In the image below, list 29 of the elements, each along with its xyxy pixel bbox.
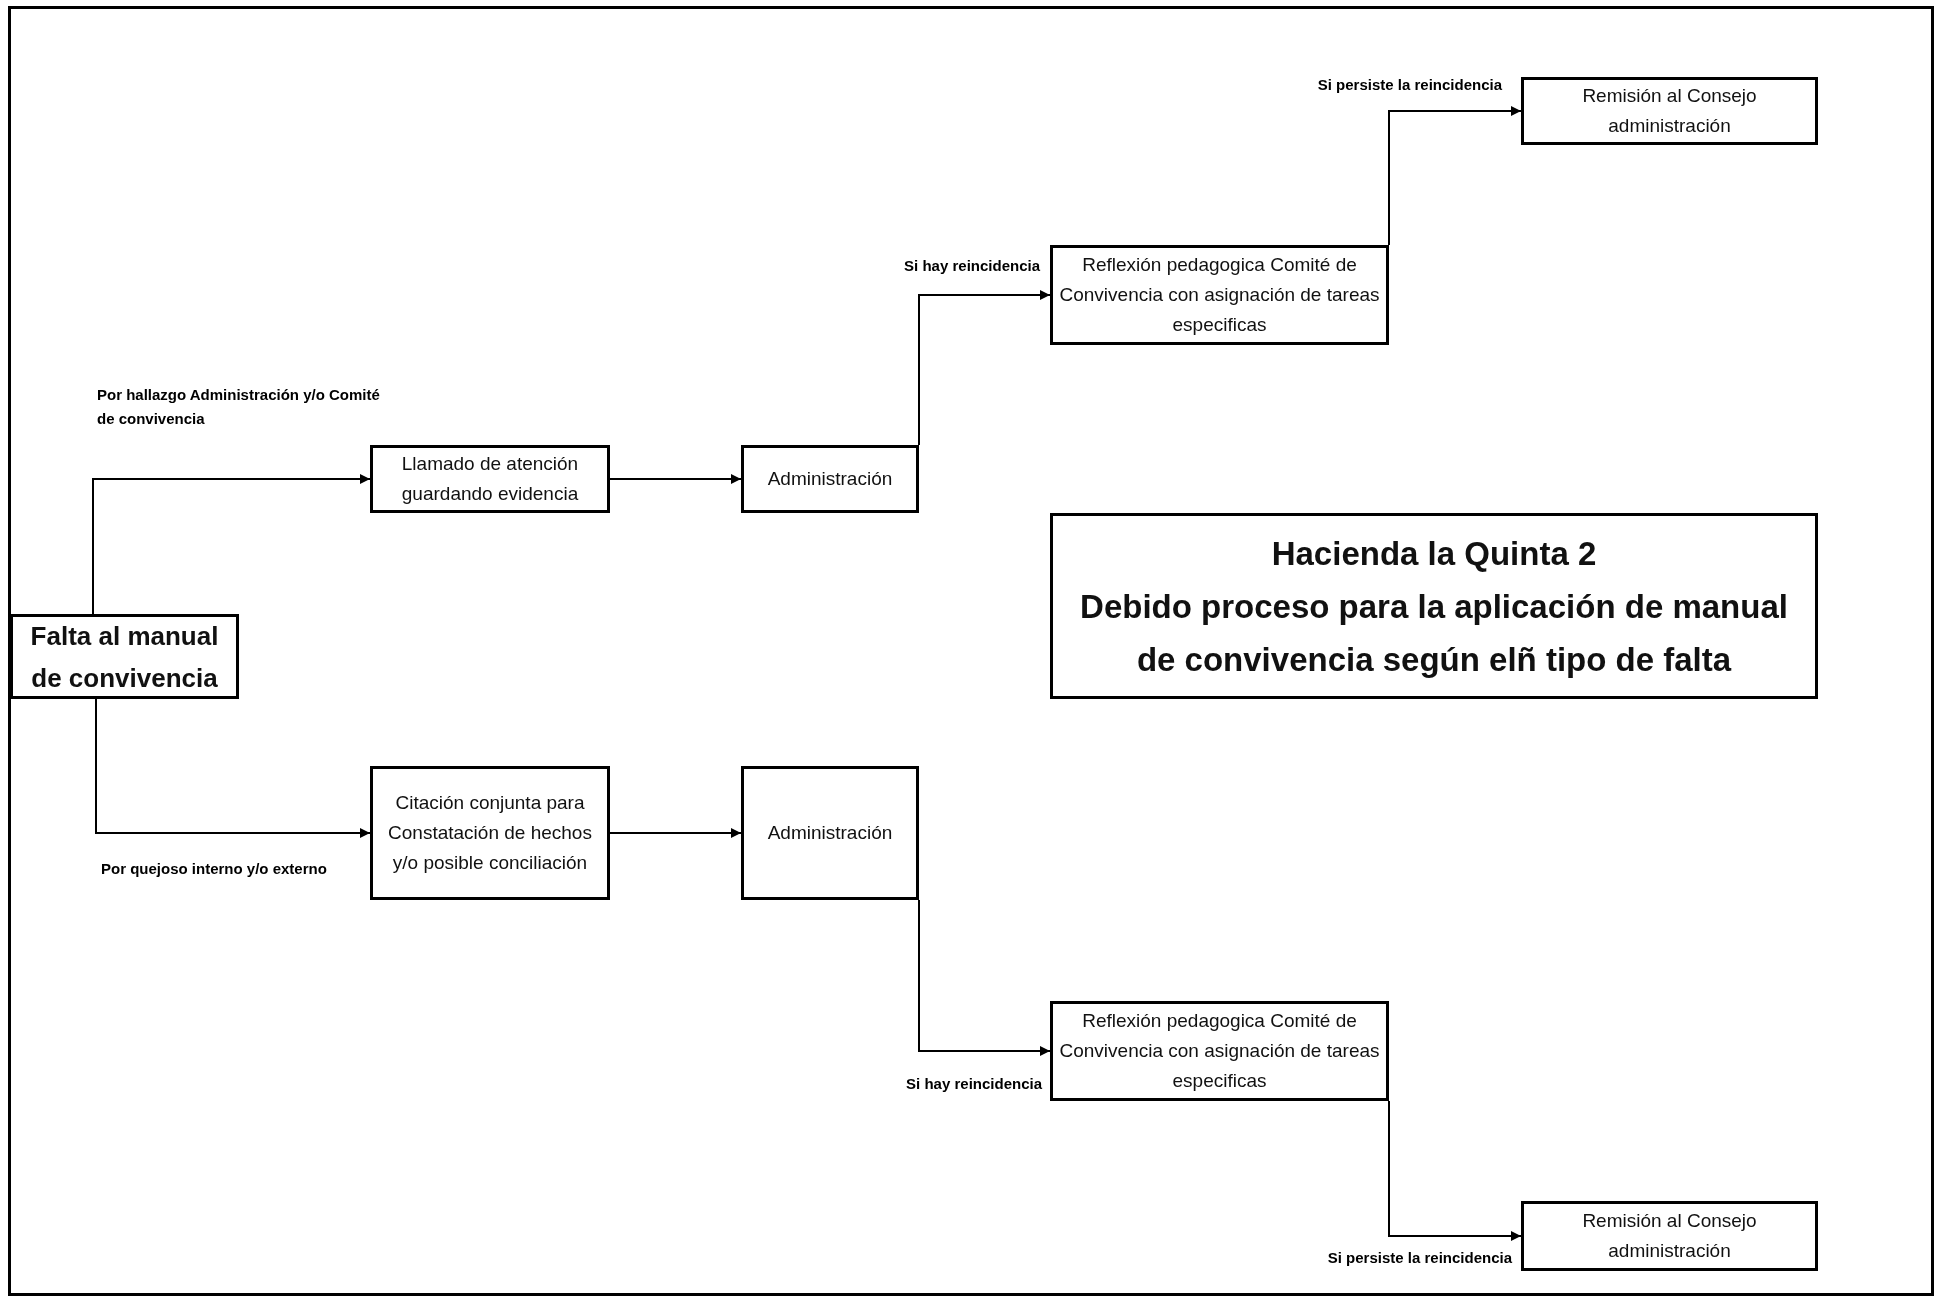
connector-arrow [918,290,1051,446]
box-text: Reflexión pedagogica Comité de Convivencia con asignación de tareas especificas [1058,253,1381,337]
process-box [1521,77,1818,145]
process-box [10,614,239,699]
box-text: Administración [766,467,894,491]
process-box [741,445,919,513]
process-box [1050,1001,1389,1101]
box-text: Reflexión pedagogica Comité de Convivencia con asignación de tareas especificas [1058,1009,1381,1093]
title-box [1050,513,1818,699]
box-text: Falta al manual de convivencia [29,619,220,695]
box-text: Remisión al Consejo administración [1581,84,1758,138]
box-text: Citación conjunta para Constatación de hechos y/o posible conciliación [387,791,593,875]
title-text: Hacienda la Quinta 2 [1270,533,1598,574]
connector-arrow [609,474,742,484]
connector-arrow [1388,1100,1522,1241]
title-text: Debido proceso para la aplicación de manual de convivencia según elñ tipo de falta [1079,586,1789,680]
process-box [741,766,919,900]
box-text: Remisión al Consejo administración [1581,1209,1758,1263]
box-text: Administración [766,821,894,845]
connector-arrow [95,698,371,838]
process-box [370,766,610,900]
process-box [1521,1201,1818,1271]
connector-arrow [918,899,1051,1056]
connector-arrow [92,474,371,615]
process-box [370,445,610,513]
connector-arrow [609,828,742,838]
process-box [1050,245,1389,345]
connector-arrow [1388,106,1522,246]
box-text: Llamado de atención guardando evidencia [400,452,580,506]
